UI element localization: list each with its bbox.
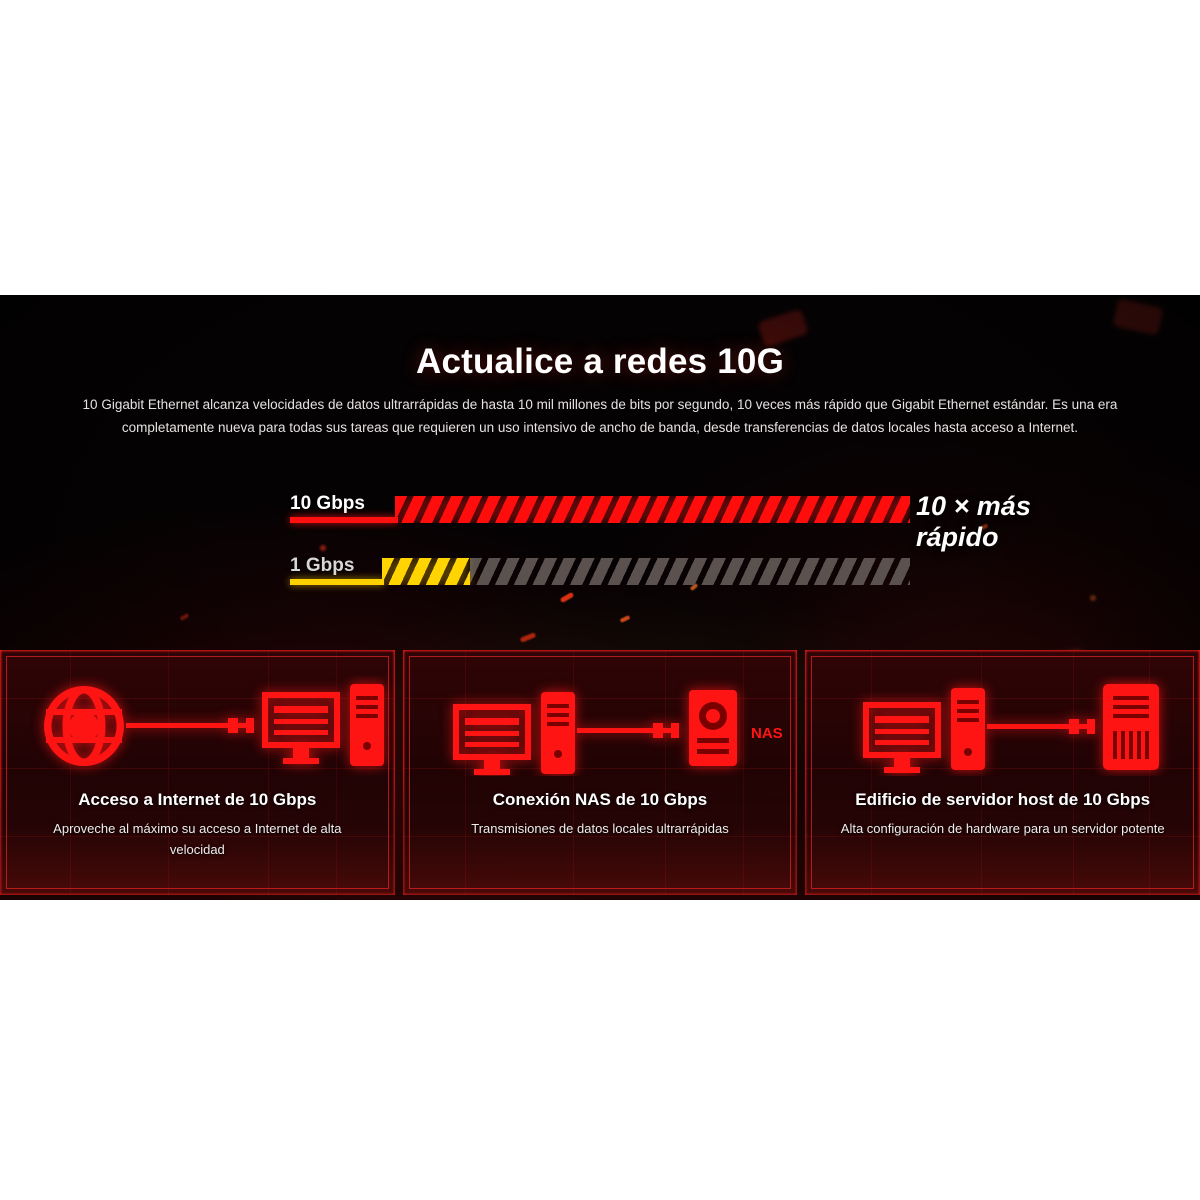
faster-badge: 10 × más rápido [916,491,1031,552]
card-description: Aproveche al máximo su acceso a Internet… [53,821,342,857]
hero-banner: Actualice a redes 10G 10 Gigabit Etherne… [0,295,1200,900]
speed-bar-track-10gbps [395,496,910,523]
speed-bar-label-1gbps: 1 Gbps [290,555,355,576]
cable-icon [576,723,679,738]
speed-bar-underline-10gbps [290,517,398,523]
speed-bar-1gbps: 1 Gbps [290,547,910,591]
card-title: Edificio de servidor host de 10 Gbps [855,790,1151,809]
hero-description: 10 Gigabit Ethernet alcanza velocidades … [82,396,1118,435]
speed-bar-fill-1gbps [382,558,470,585]
desktop-computer-icon [262,684,384,766]
card-title: Conexión NAS de 10 Gbps [492,790,708,809]
card-background-texture [805,767,1200,895]
speed-bar-label-10gbps: 10 Gbps [290,493,365,514]
server-rack-icon [1103,684,1160,770]
feature-card-internet[interactable]: Acceso a Internet de 10 Gbps Aproveche a… [0,650,395,895]
speed-bar-underline-1gbps [290,579,384,585]
feature-card-nas[interactable]: NAS Conexión NAS de 10 Gbps Transmisione… [402,650,798,895]
feature-card-list: Acceso a Internet de 10 Gbps Aproveche a… [0,650,1200,895]
card-title: Acceso a Internet de 10 Gbps [78,790,317,809]
page-title: Actualice a redes 10G [415,342,784,382]
card-background-texture [402,767,798,895]
card-description: Alta configuración de hardware para un s… [840,821,1165,836]
speed-comparison-chart: 10 Gbps 1 Gbps [0,485,1200,595]
card-icon-row: NAS [403,676,798,776]
speed-bar-track-1gbps [382,558,910,585]
desktop-computer-icon [452,692,575,775]
speed-bar-remainder-1gbps [470,558,910,585]
card-icon-row [805,676,1200,776]
card-icon-row [0,676,395,776]
card-description: Transmisiones de datos locales ultrarráp… [471,821,729,836]
speed-bar-fill-10gbps [395,496,910,523]
globe-icon [44,686,124,766]
cable-icon [987,719,1096,734]
card-background-texture [0,767,395,895]
speed-bar-10gbps: 10 Gbps [290,485,910,529]
desktop-computer-icon [863,688,986,773]
nas-device-icon [688,690,737,766]
cable-icon [126,718,254,733]
feature-card-server[interactable]: Edificio de servidor host de 10 Gbps Alt… [805,650,1200,895]
nas-device-label: NAS [751,725,783,742]
